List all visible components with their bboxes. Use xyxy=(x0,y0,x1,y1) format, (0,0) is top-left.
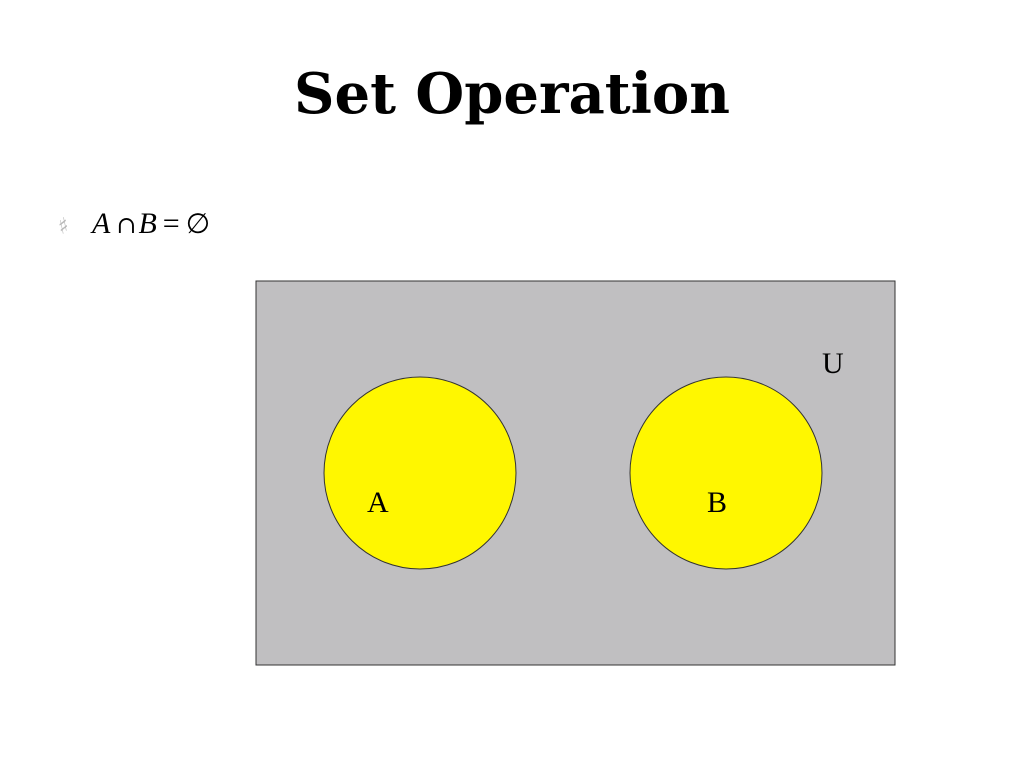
equals-sign: = xyxy=(162,206,180,240)
set-a-circle xyxy=(323,376,517,570)
formula-set-b: B xyxy=(138,206,157,240)
intersection-symbol: ∩ xyxy=(116,210,137,239)
empty-set-symbol: ∅ xyxy=(185,206,211,240)
set-b-circle xyxy=(629,376,823,570)
slide-title: Set Operation xyxy=(294,61,730,127)
formula: A∩B=∅ xyxy=(92,206,210,243)
set-a-label: A xyxy=(367,486,389,519)
set-b-label: B xyxy=(707,486,727,519)
bullet-item: ♯ A∩B=∅ xyxy=(56,204,210,244)
universe-label: U xyxy=(822,347,844,380)
formula-set-a: A xyxy=(92,206,111,240)
